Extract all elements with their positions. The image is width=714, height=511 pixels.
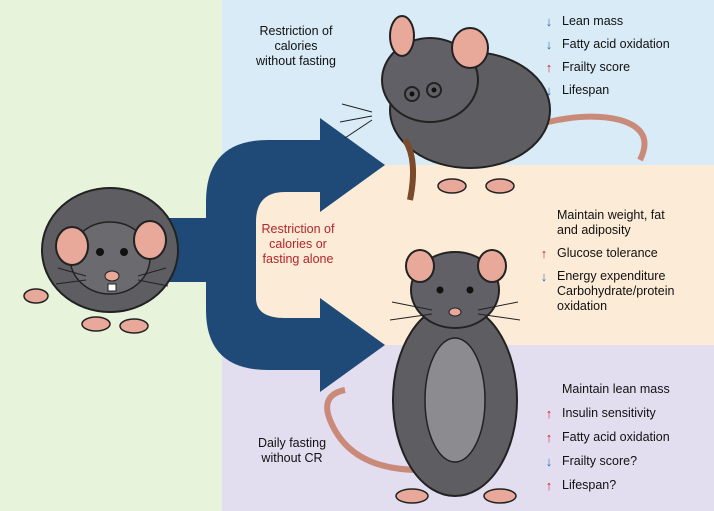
- effect-item: ↓ Lean mass: [542, 14, 670, 29]
- effect-text: Frailty score?: [562, 454, 638, 468]
- down-arrow-icon: ↓: [545, 83, 553, 98]
- arrow-stem: [150, 118, 385, 392]
- down-arrow-icon: ↓: [540, 269, 548, 284]
- effect-item: ↓ Energy expenditure Carbohydrate/protein…: [537, 269, 675, 314]
- up-arrow-icon: ↑: [545, 478, 553, 493]
- down-arrow-icon: ↓: [545, 454, 553, 469]
- top-effects-list: ↓ Lean mass ↓ Fatty acid oxidation ↑ Frailty …: [542, 14, 670, 106]
- effect-item: ↑ Insulin sensitivity: [542, 406, 670, 421]
- up-arrow-icon: ↑: [545, 60, 553, 75]
- effect-text: Lifespan?: [562, 478, 617, 492]
- effect-item: Maintain lean mass: [542, 382, 670, 397]
- effect-text: Energy expenditure Carbohydrate/protein …: [557, 269, 675, 313]
- branching-arrow: [150, 118, 385, 392]
- down-arrow-icon: ↓: [545, 14, 553, 29]
- effect-item: ↑ Fatty acid oxidation: [542, 430, 670, 445]
- effect-text: Insulin sensitivity: [562, 406, 656, 420]
- effect-item: ↑ Lifespan?: [542, 478, 670, 493]
- effect-text: Glucose tolerance: [557, 246, 658, 260]
- fasting-mouse-illustration: [324, 249, 521, 504]
- effect-item: ↓ Fatty acid oxidation: [542, 37, 670, 52]
- effect-text: Lifespan: [562, 83, 610, 97]
- effect-item: ↑ Frailty score: [542, 60, 670, 75]
- effect-text: Lean mass: [562, 14, 624, 28]
- label-daily-fasting-without-cr: Daily fasting without CR: [257, 436, 327, 465]
- down-arrow-icon: ↓: [545, 37, 553, 52]
- effect-text: Fatty acid oxidation: [562, 430, 670, 444]
- effect-item: Maintain weight, fat and adiposity: [537, 208, 674, 238]
- effect-text: Maintain weight, fat and adiposity: [557, 208, 665, 237]
- effect-item: ↓ Lifespan: [542, 83, 670, 98]
- up-arrow-icon: ↑: [545, 430, 553, 445]
- effect-text: Fatty acid oxidation: [562, 37, 670, 51]
- up-arrow-icon: ↑: [545, 406, 553, 421]
- up-arrow-icon: ↑: [540, 246, 548, 261]
- effect-text: Frailty score: [562, 60, 631, 74]
- normal-mouse-illustration: [23, 187, 179, 334]
- effect-text: Maintain lean mass: [562, 382, 670, 396]
- bottom-effects-list: Maintain lean mass ↑ Insulin sensitivity ↑ F…: [542, 382, 670, 502]
- label-restriction-or-fasting-alone: Restriction of calories or fasting alone: [261, 222, 335, 266]
- effect-item: ↓ Frailty score?: [542, 454, 670, 469]
- aged-mouse-illustration: [339, 15, 648, 201]
- effect-item: ↑ Glucose tolerance: [537, 246, 674, 261]
- label-caloric-restriction-without-fasting: Restriction of calories without fasting: [256, 24, 336, 68]
- middle-effects-list: Maintain weight, fat and adiposity ↑ Gluco…: [537, 208, 675, 322]
